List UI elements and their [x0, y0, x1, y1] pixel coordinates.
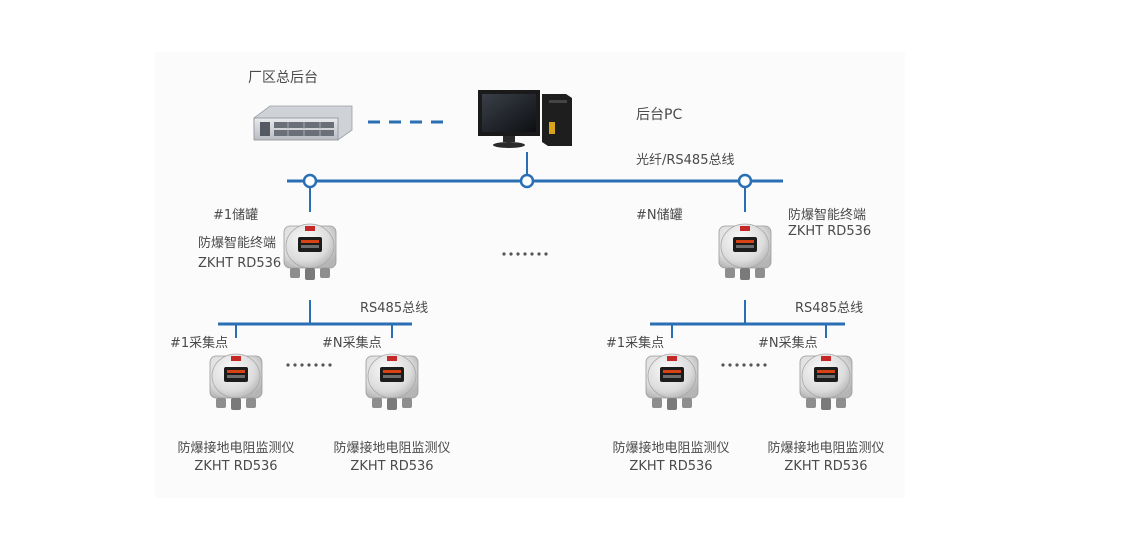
monitor-1-model: ZKHT RD536 [194, 459, 278, 474]
rs485-bus-label-left: RS485总线 [360, 301, 429, 316]
point-1-label-right: #1采集点 [606, 336, 665, 351]
ellipsis-center [502, 252, 548, 256]
pc-icon [478, 90, 572, 148]
main-bus-label: 光纤/RS485总线 [636, 153, 735, 168]
bus-node-right [737, 173, 753, 189]
point-1-label-left: #1采集点 [170, 336, 229, 351]
terminal-device-icon-left [283, 223, 337, 281]
monitor-device-icon-2 [365, 353, 419, 411]
point-n-label-left: #N采集点 [322, 336, 382, 351]
terminal-left-model: ZKHT RD536 [198, 256, 282, 271]
factory-backend-label: 厂区总后台 [248, 70, 318, 86]
monitor-1-name: 防爆接地电阻监测仪 [177, 441, 295, 456]
monitor-3-model: ZKHT RD536 [629, 459, 713, 474]
monitor-device-icon-4 [799, 353, 853, 411]
monitor-3-name: 防爆接地电阻监测仪 [612, 441, 730, 456]
monitor-device-icon-1 [209, 353, 263, 411]
tank-1-label: #1储罐 [213, 208, 259, 223]
ellipsis-left [286, 363, 332, 367]
bus-node-center [519, 173, 535, 189]
bus-node-left [302, 173, 318, 189]
ellipsis-right [721, 363, 767, 367]
monitor-4-name: 防爆接地电阻监测仪 [767, 441, 885, 456]
tank-n-label: #N储罐 [636, 208, 683, 223]
terminal-right-model: ZKHT RD536 [788, 224, 872, 239]
server-icon [253, 105, 353, 141]
terminal-device-icon-right [718, 223, 772, 281]
backend-pc-label: 后台PC [636, 107, 683, 123]
point-n-label-right: #N采集点 [758, 336, 818, 351]
terminal-right-name: 防爆智能终端 [788, 208, 867, 223]
terminal-left-name: 防爆智能终端 [198, 236, 277, 251]
rs485-bus-label-right: RS485总线 [795, 301, 864, 316]
monitor-2-model: ZKHT RD536 [350, 459, 434, 474]
monitor-4-model: ZKHT RD536 [784, 459, 868, 474]
monitor-device-icon-3 [645, 353, 699, 411]
monitor-2-name: 防爆接地电阻监测仪 [333, 441, 451, 456]
